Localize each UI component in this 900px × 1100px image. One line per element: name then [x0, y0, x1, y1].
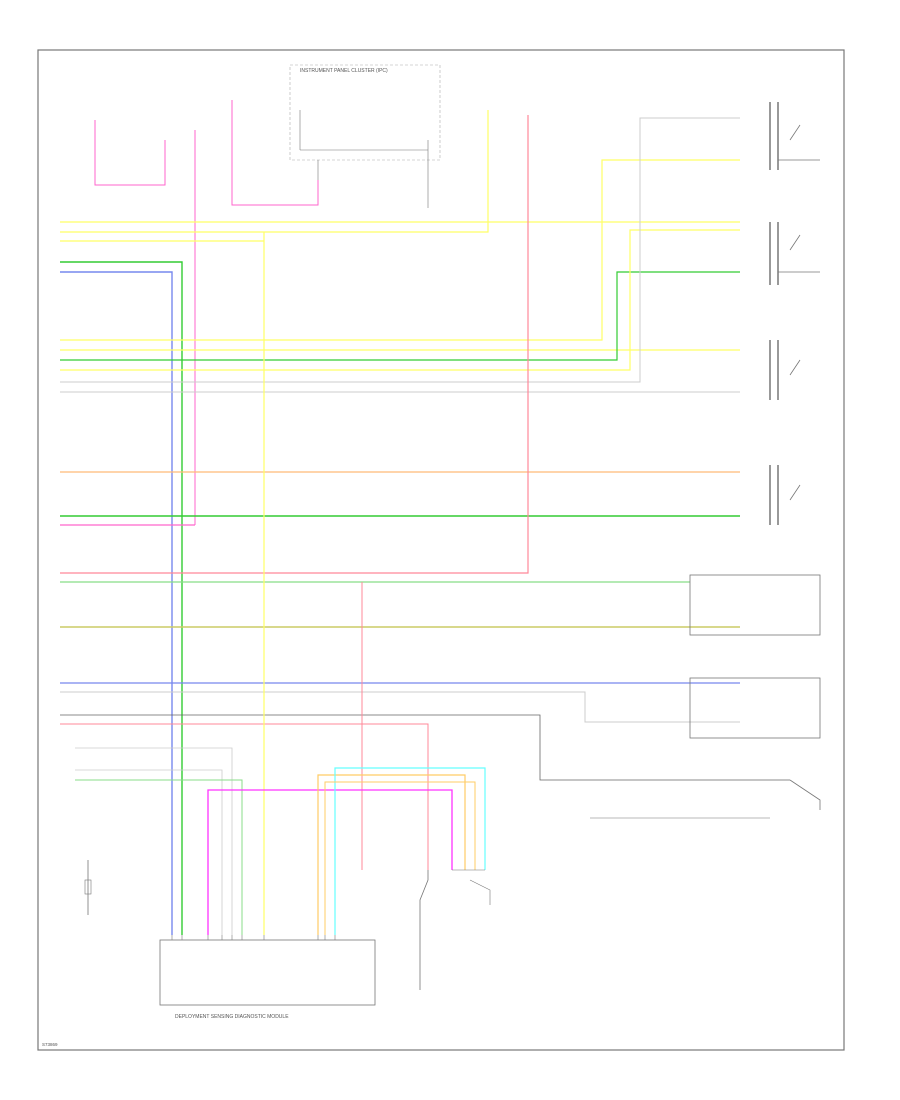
main-module-box — [159, 939, 376, 1006]
switch-3 — [769, 340, 801, 400]
page-id: S73869 — [42, 1042, 58, 1047]
right-module-box-2 — [689, 677, 821, 739]
main-module-label: DEPLOYMENT SENSING DIAGNOSTIC MODULE — [175, 1014, 289, 1020]
switch-1 — [769, 102, 820, 170]
instrument-cluster-box — [289, 64, 441, 161]
switch-2 — [769, 222, 820, 285]
right-module-box-1 — [689, 574, 821, 636]
instrument-cluster-label: INSTRUMENT PANEL CLUSTER (IPC) — [300, 68, 388, 74]
switch-4 — [769, 465, 801, 525]
diagram-border — [37, 49, 845, 1051]
